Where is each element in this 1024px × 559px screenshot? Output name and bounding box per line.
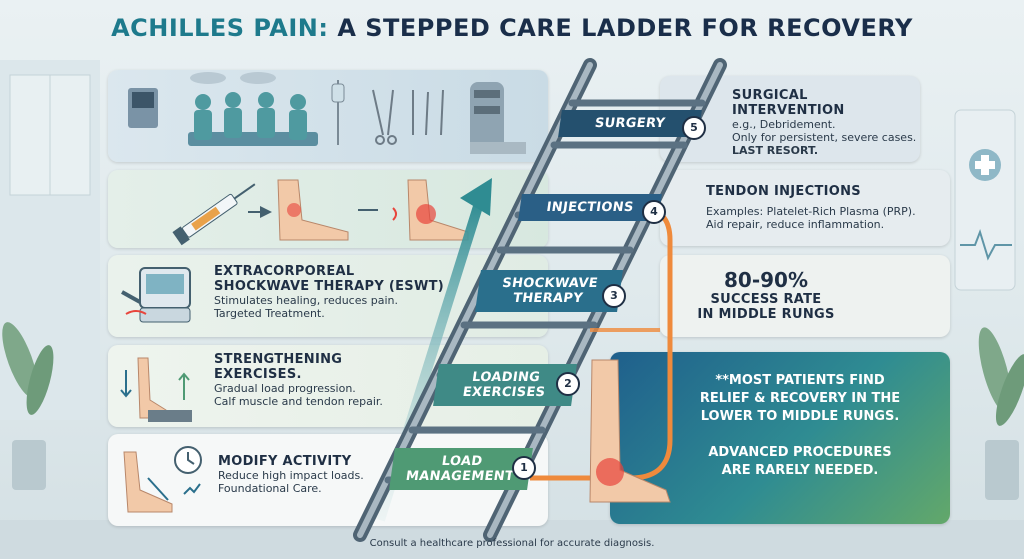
strengthening-info: STRENGTHENING EXERCISES. Gradual load pr…	[214, 352, 434, 408]
strengthening-line-1: Gradual load progression.	[214, 382, 356, 395]
rung-5-label: SURGERY	[593, 116, 667, 131]
success-rate-value: 80-90%	[723, 268, 808, 292]
footer-disclaimer: Consult a healthcare professional for ac…	[369, 538, 655, 549]
eswt-heading-1: EXTRACORPOREAL	[214, 264, 355, 279]
page-title: ACHILLES PAIN: A STEPPED CARE LADDER FOR…	[0, 14, 1024, 42]
modify-activity-info: MODIFY ACTIVITY Reduce high impact loads…	[218, 454, 418, 495]
eswt-device-icon	[121, 267, 191, 323]
callout-line-3: LOWER TO MIDDLE RUNGS.	[700, 409, 900, 424]
success-rate-line-1: SUCCESS RATE	[710, 292, 822, 307]
success-rate-line-2: IN MIDDLE RUNGS	[697, 307, 835, 322]
callout-line-1: **MOST PATIENTS FIND	[715, 373, 885, 388]
injections-heading: TENDON INJECTIONS	[706, 184, 861, 199]
strengthening-line-2: Calf muscle and tendon repair.	[214, 395, 383, 408]
title-part-1: ACHILLES PAIN:	[111, 14, 329, 42]
injections-info: TENDON INJECTIONS Examples: Platelet-Ric…	[706, 184, 946, 231]
injections-line-1: Examples: Platelet-Rich Plasma (PRP).	[706, 205, 916, 218]
injections-line-2: Aid repair, reduce inflammation.	[706, 218, 885, 231]
rung-4-number: 4	[642, 200, 666, 224]
rung-3-number: 3	[602, 284, 626, 308]
rung-2-number: 2	[556, 372, 580, 396]
success-rate-info: 80-90% SUCCESS RATE IN MIDDLE RUNGS	[676, 268, 856, 322]
rung-5-surgery: SURGERY	[558, 110, 702, 137]
surgery-line-3: LAST RESORT.	[732, 144, 819, 157]
panel-success-rate	[660, 255, 950, 337]
surgery-line-1: e.g., Debridement.	[732, 118, 836, 131]
callout-text: **MOST PATIENTS FIND RELIEF & RECOVERY I…	[660, 372, 940, 480]
eswt-info: EXTRACORPOREAL SHOCKWAVE THERAPY (ESWT) …	[214, 264, 454, 320]
eswt-heading-2: SHOCKWAVE THERAPY (ESWT)	[214, 279, 445, 294]
rung-5-number: 5	[682, 116, 706, 140]
strengthening-heading-2: EXERCISES.	[214, 367, 302, 382]
callout-line-4: ADVANCED PROCEDURES	[708, 445, 892, 460]
activity-illustration	[123, 446, 202, 513]
strengthening-heading-1: STRENGTHENING	[214, 352, 343, 367]
exercise-illustration	[120, 357, 192, 422]
panel-injections-info	[660, 170, 950, 246]
rung-2-label-line2: EXERCISES	[461, 385, 547, 400]
rung-3-label-line1: SHOCKWAVE	[501, 276, 599, 291]
achilles-leg-illustration	[589, 359, 671, 503]
rung-1-label-line1: LOAD	[440, 454, 484, 469]
modify-activity-line-1: Reduce high impact loads.	[218, 469, 364, 482]
rung-3-shockwave: SHOCKWAVE THERAPY	[475, 270, 623, 312]
callout-line-2: RELIEF & RECOVERY IN THE	[699, 391, 901, 406]
surgery-heading: SURGICAL INTERVENTION	[732, 88, 845, 118]
title-part-2: A STEPPED CARE LADDER FOR RECOVERY	[337, 14, 913, 42]
rung-4-injections: INJECTIONS	[518, 194, 662, 221]
injection-illustration	[172, 179, 469, 246]
rung-1-number: 1	[512, 456, 536, 480]
surgery-team-illustration	[128, 72, 526, 154]
modify-activity-heading: MODIFY ACTIVITY	[218, 454, 352, 469]
rung-2-label-line1: LOADING	[471, 370, 542, 385]
surgery-info: SURGICAL INTERVENTION e.g., Debridement.…	[732, 88, 922, 157]
rung-4-label: INJECTIONS	[545, 200, 635, 215]
modify-activity-line-2: Foundational Care.	[218, 482, 322, 495]
callout-line-5: ARE RARELY NEEDED.	[721, 463, 879, 478]
surgery-line-2: Only for persistent, severe cases.	[732, 131, 917, 144]
eswt-line-2: Targeted Treatment.	[214, 307, 325, 320]
eswt-line-1: Stimulates healing, reduces pain.	[214, 294, 398, 307]
rung-3-label-line2: THERAPY	[512, 291, 584, 306]
